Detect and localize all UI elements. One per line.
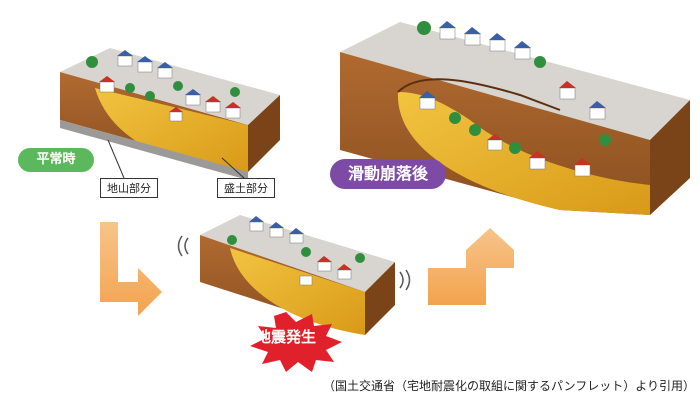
earthquake-label: 地震発生 xyxy=(243,326,329,347)
after-slide-label: 滑動崩落後 xyxy=(330,159,446,189)
arrow-up-right xyxy=(428,228,514,305)
natural-ground-label: 地山部分 xyxy=(100,178,158,198)
normal-state-label: 平常時 xyxy=(18,148,94,172)
earthquake-block xyxy=(179,215,410,335)
leader-line-natural-ground xyxy=(108,140,124,178)
fill-label: 盛土部分 xyxy=(217,178,275,198)
source-caption: （国土交通省（宅地耐震化の取組に関するパンフレット）より引用） xyxy=(205,377,695,394)
arrow-down-right xyxy=(100,222,162,316)
